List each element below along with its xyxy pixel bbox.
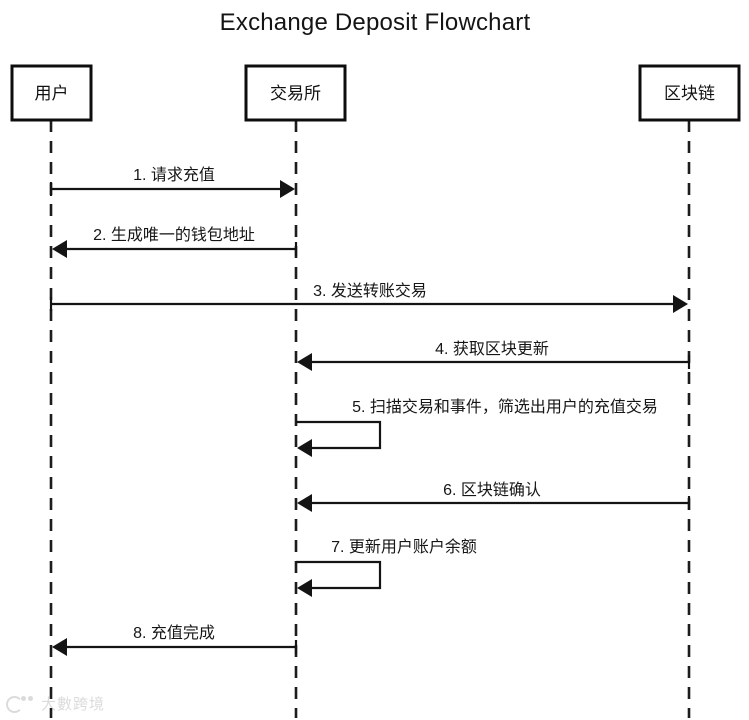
actor-blockchain[interactable]: 区块链 xyxy=(638,64,741,122)
message-label-4: 4. 获取区块更新 xyxy=(435,340,549,358)
message-4[interactable]: 4. 获取区块更新 xyxy=(297,340,691,371)
message-label-5: 5. 扫描交易和事件，筛选出用户的充值交易 xyxy=(352,397,658,416)
actor-box-user xyxy=(10,64,93,122)
messages-group: 1. 请求充值 2. 生成唯一的钱包地址 3. 发送转账交易 4. 获取区块更新 5. … xyxy=(49,166,691,656)
arrow-head-6 xyxy=(297,494,312,512)
arrow-head-1 xyxy=(280,180,295,198)
arrow-head-3 xyxy=(673,295,688,313)
arrow-head-2 xyxy=(52,240,67,258)
message-label-1: 1. 请求充值 xyxy=(133,166,215,184)
message-label-7: 7. 更新用户账户余额 xyxy=(331,537,477,556)
self-loop-path-5 xyxy=(296,420,382,450)
arrow-head-7 xyxy=(297,579,312,597)
message-5[interactable]: 5. 扫描交易和事件，筛选出用户的充值交易 xyxy=(296,397,658,457)
message-3[interactable]: 3. 发送转账交易 xyxy=(49,282,688,313)
actor-user[interactable]: 用户 xyxy=(10,64,93,122)
message-label-6: 6. 区块链确认 xyxy=(443,481,541,499)
actors-group: 用户 交易所 区块链 xyxy=(10,64,741,122)
actor-box-blockchain xyxy=(638,64,741,122)
arrow-head-4 xyxy=(297,353,312,371)
message-label-8: 8. 充值完成 xyxy=(133,624,215,642)
message-6[interactable]: 6. 区块链确认 xyxy=(297,481,691,512)
message-label-3: 3. 发送转账交易 xyxy=(313,282,427,300)
self-loop-path-7 xyxy=(296,560,382,590)
actor-label-user: 用户 xyxy=(35,84,69,103)
actor-box-exchange xyxy=(244,64,347,122)
page-title: Exchange Deposit Flowchart xyxy=(220,9,531,36)
actor-label-blockchain: 区块链 xyxy=(664,84,715,103)
arrow-head-5 xyxy=(297,439,312,457)
message-1[interactable]: 1. 请求充值 xyxy=(49,166,295,198)
message-label-2: 2. 生成唯一的钱包地址 xyxy=(93,226,255,244)
message-8[interactable]: 8. 充值完成 xyxy=(52,624,298,656)
arrow-head-8 xyxy=(52,638,67,656)
lifelines-group xyxy=(49,120,691,718)
message-2[interactable]: 2. 生成唯一的钱包地址 xyxy=(52,226,298,258)
actor-label-exchange: 交易所 xyxy=(270,84,321,103)
message-7[interactable]: 7. 更新用户账户余额 xyxy=(296,537,477,597)
actor-exchange[interactable]: 交易所 xyxy=(244,64,347,122)
